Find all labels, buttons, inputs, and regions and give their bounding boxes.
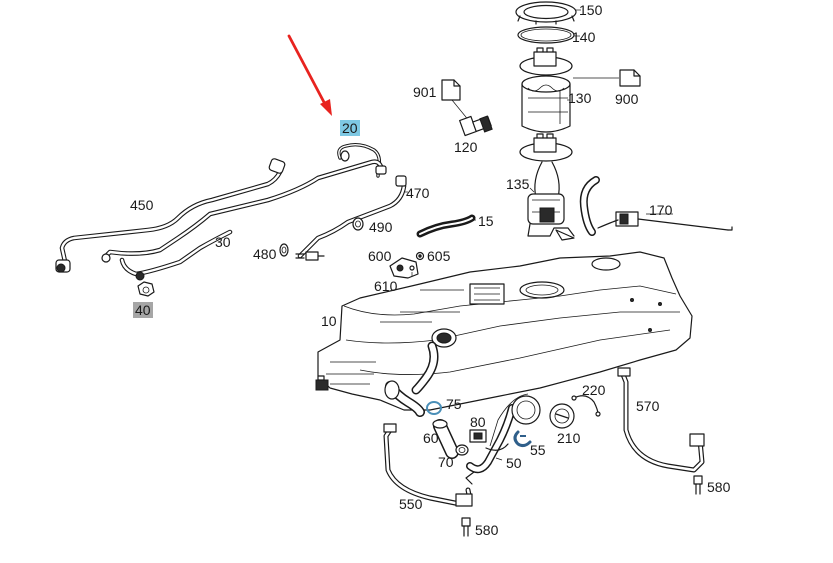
label-75: 75: [446, 396, 462, 412]
label-570: 570: [636, 398, 660, 414]
filler-neck-part: [465, 393, 541, 485]
label-55: 55: [530, 442, 546, 458]
red-arrow-icon: [287, 34, 332, 116]
label-605: 605: [427, 248, 451, 264]
connector-placeholder-icon: [619, 69, 641, 87]
label-20: 20: [342, 120, 358, 136]
bracket-80-part: [469, 429, 487, 443]
label-70: 70: [438, 454, 454, 470]
label-550: 550: [399, 496, 423, 512]
label-210: 210: [557, 430, 581, 446]
sensor-part: [451, 99, 493, 137]
label-30: 30: [215, 234, 231, 250]
label-480: 480: [253, 246, 277, 262]
clip-55-part: [513, 430, 532, 448]
washer-490-part: [352, 217, 364, 231]
clamp-ring-part: [426, 401, 442, 415]
label-600: 600: [368, 248, 392, 264]
clamp-70-part: [455, 444, 469, 456]
nut-part: [137, 281, 155, 297]
fuel-tank-part: [315, 251, 693, 417]
label-135: 135: [506, 176, 530, 192]
label-470: 470: [406, 185, 430, 201]
label-120: 120: [454, 139, 478, 155]
label-610: 610: [374, 278, 398, 294]
fitting-480-part: [279, 243, 325, 261]
level-sender-part: [579, 176, 733, 236]
bolt-580-part: [693, 475, 703, 495]
label-150: 150: [579, 2, 603, 18]
hose-part: [416, 214, 476, 238]
filler-hose-part: [432, 419, 459, 459]
filler-cap-part: [549, 403, 575, 429]
highlight-20-box: [340, 120, 360, 136]
label-490: 490: [369, 219, 393, 235]
label-580-right: 580: [707, 479, 731, 495]
label-80: 80: [470, 414, 486, 430]
label-15: 15: [478, 213, 494, 229]
fuel-line-450-part: [55, 158, 286, 273]
connector-placeholder-icon: [441, 79, 461, 101]
lock-ring-part: [515, 1, 577, 25]
seal-ring-part: [517, 26, 575, 44]
label-10: 10: [321, 313, 337, 329]
label-140: 140: [572, 29, 596, 45]
tank-strap-left-part: [383, 423, 473, 507]
label-40: 40: [135, 302, 151, 318]
label-900: 900: [615, 91, 639, 107]
fuel-line-470-part: [297, 175, 407, 259]
tether-220-part: [571, 395, 601, 417]
label-450: 450: [130, 197, 154, 213]
highlight-40-box: [133, 302, 153, 318]
label-60: 60: [423, 430, 439, 446]
tank-strap-right-part: [617, 367, 705, 473]
bolt-580-part: [461, 517, 471, 537]
label-130: 130: [568, 90, 592, 106]
label-50: 50: [506, 455, 522, 471]
pipe-loop-part: [337, 142, 382, 178]
label-901: 901: [413, 84, 437, 100]
fuel-line-30-part: [101, 159, 387, 281]
label-580-lower: 580: [475, 522, 499, 538]
label-170: 170: [649, 202, 673, 218]
fuel-pump-module-part: [519, 47, 573, 133]
label-220: 220: [582, 382, 606, 398]
bracket-600-part: [389, 251, 425, 279]
fuel-pump-lower-part: [519, 133, 575, 241]
